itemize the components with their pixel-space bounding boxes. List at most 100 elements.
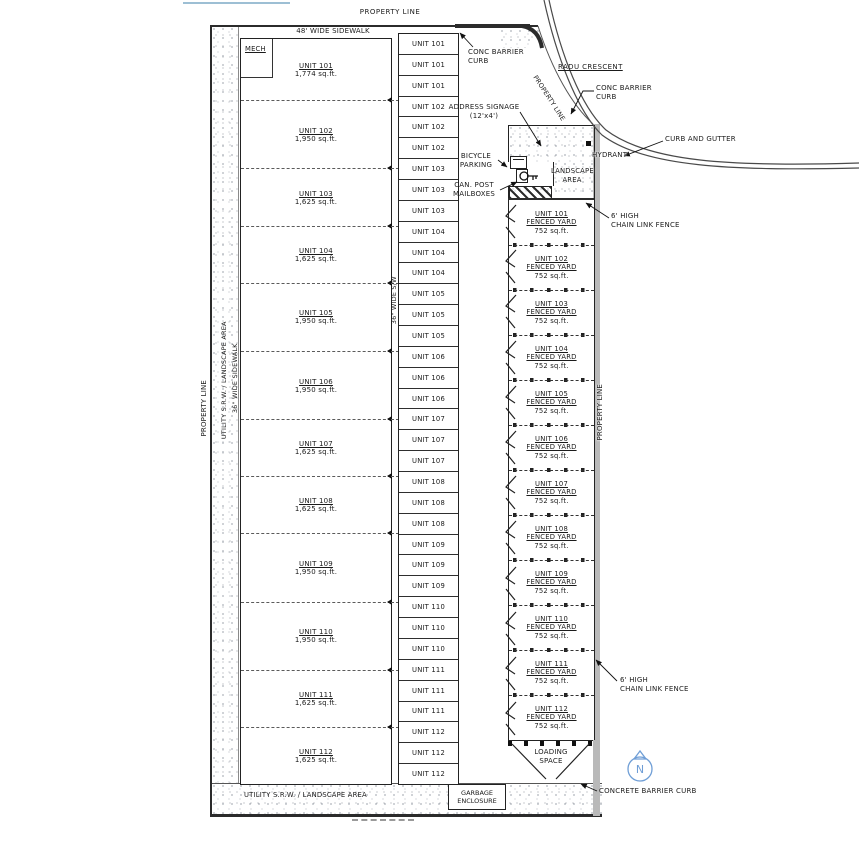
property-line-left-label: PROPERTY LINE <box>199 379 208 437</box>
yard-type-label: FENCED YARD <box>526 623 577 632</box>
unit-name: UNIT 108 <box>299 497 333 506</box>
fenced-yard: UNIT 108 FENCED YARD 752 sq.ft. <box>509 513 594 560</box>
parking-stall: UNIT 102 <box>399 138 458 160</box>
parking-stall-column: UNIT 101 UNIT 101 UNIT 101 UNIT 102 UNIT… <box>398 33 459 785</box>
conc-barrier-curb-road-label: CONC BARRIER CURB <box>596 84 652 101</box>
parking-stall: UNIT 109 <box>399 535 458 556</box>
unit-name: UNIT 103 <box>299 189 333 198</box>
sidewalk-48-label: 48' WIDE SIDEWALK <box>296 27 370 35</box>
yard-type-label: FENCED YARD <box>526 578 577 587</box>
unit-name: UNIT 107 <box>299 440 333 449</box>
fenced-yard: UNIT 103 FENCED YARD 752 sq.ft. <box>509 288 594 335</box>
yard-unit-name: UNIT 105 <box>535 389 568 398</box>
parking-stall: UNIT 103 <box>399 201 458 222</box>
property-line-top-label: PROPERTY LINE <box>359 8 421 16</box>
fenced-yard: UNIT 105 FENCED YARD 752 sq.ft. <box>509 378 594 425</box>
garbage-label-1: GARBAGE <box>461 789 493 797</box>
concrete-barrier-curb-label: CONCRETE BARRIER CURB <box>599 787 697 795</box>
property-line-curve-label: PROPERTY LINE <box>531 73 567 123</box>
yard-area: 752 sq.ft. <box>534 586 569 595</box>
unit-area: 1,625 sq.ft. <box>294 197 338 206</box>
yard-type-label: FENCED YARD <box>526 308 577 317</box>
yard-type-label: FENCED YARD <box>526 443 577 452</box>
leader-curb-gutter <box>623 140 664 157</box>
parking-stall: UNIT 112 <box>399 743 458 765</box>
sidewalk-inner-edge <box>238 27 239 783</box>
yard-unit-name: UNIT 108 <box>535 524 568 533</box>
yard-type-label: FENCED YARD <box>526 218 577 227</box>
canada-post-label: CAN. POST MAILBOXES <box>453 181 495 198</box>
unit-area: 1,625 sq.ft. <box>294 254 338 263</box>
building-unit: UNIT 102 1,950 sq.ft. <box>241 97 399 168</box>
curb-and-gutter-label: CURB AND GUTTER <box>665 135 736 143</box>
fenced-yard: UNIT 107 FENCED YARD 752 sq.ft. <box>509 468 594 515</box>
unit-area: 1,950 sq.ft. <box>294 636 338 645</box>
parking-stall: UNIT 107 <box>399 430 458 452</box>
parking-stall: UNIT 108 <box>399 493 458 514</box>
leader-conc-barrier-road <box>570 90 594 115</box>
yard-unit-name: UNIT 112 <box>535 704 568 713</box>
yard-area: 752 sq.ft. <box>534 451 569 460</box>
address-sign-structure <box>510 156 527 169</box>
fenced-yard: UNIT 109 FENCED YARD 752 sq.ft. <box>509 558 594 605</box>
yard-area: 752 sq.ft. <box>534 541 569 550</box>
conc-barrier-curb-top-thick <box>455 24 530 28</box>
yard-area: 752 sq.ft. <box>534 721 569 730</box>
parking-stall: UNIT 104 <box>399 263 458 285</box>
yard-unit-name: UNIT 102 <box>535 254 568 263</box>
parking-stall: UNIT 108 <box>399 514 458 535</box>
yard-type-label: FENCED YARD <box>526 353 577 362</box>
unit-name: UNIT 111 <box>299 690 333 699</box>
yard-unit-name: UNIT 103 <box>535 299 568 308</box>
north-arrow <box>627 749 653 782</box>
bicycle-rack-symbol <box>516 169 528 183</box>
site-bottom-edge <box>210 814 602 817</box>
yard-unit-name: UNIT 109 <box>535 569 568 578</box>
parking-stall: UNIT 103 <box>399 159 458 181</box>
unit-name: UNIT 109 <box>299 559 333 568</box>
property-line-curve <box>537 25 594 125</box>
building-unit: UNIT 103 1,625 sq.ft. <box>241 165 399 225</box>
yard-area: 752 sq.ft. <box>534 676 569 685</box>
fenced-yard: UNIT 102 FENCED YARD 752 sq.ft. <box>509 243 594 290</box>
parking-stall: UNIT 110 <box>399 597 458 619</box>
parking-stall: UNIT 105 <box>399 305 458 327</box>
yard-bottom-fence <box>508 740 593 746</box>
yard-area: 752 sq.ft. <box>534 361 569 370</box>
parking-stall: UNIT 101 <box>399 55 458 76</box>
building-unit: UNIT 110 1,950 sq.ft. <box>241 598 399 670</box>
parking-stall: UNIT 102 <box>399 117 458 139</box>
mech-label: MECH <box>245 45 266 53</box>
unit-area: 1,625 sq.ft. <box>294 448 338 457</box>
fenced-yard: UNIT 112 FENCED YARD 752 sq.ft. <box>509 693 594 740</box>
building-unit: UNIT 106 1,950 sq.ft. <box>241 347 399 419</box>
utility-bottom-label: UTILITY S.R.W. / LANDSCAPE AREA <box>244 791 367 799</box>
parking-stall: UNIT 110 <box>399 639 458 660</box>
parking-stall: UNIT 108 <box>399 472 458 493</box>
yard-type-label: FENCED YARD <box>526 713 577 722</box>
building-unit: UNIT 111 1,625 sq.ft. <box>241 666 399 727</box>
parking-stall: UNIT 110 <box>399 618 458 639</box>
building-unit: UNIT 104 1,625 sq.ft. <box>241 222 399 283</box>
chain-fence-top-label: 6' HIGH CHAIN LINK FENCE <box>611 212 680 229</box>
building-unit: UNIT 108 1,625 sq.ft. <box>241 473 399 533</box>
yard-area: 752 sq.ft. <box>534 406 569 415</box>
parking-stall: UNIT 109 <box>399 555 458 577</box>
parking-stall: UNIT 106 <box>399 368 458 389</box>
warehouse-building: UNIT 101 1,774 sq.ft. UNIT 102 1,950 sq.… <box>240 38 399 785</box>
unit-name: UNIT 104 <box>299 246 333 255</box>
yard-unit-name: UNIT 111 <box>535 659 568 668</box>
parking-stall: UNIT 105 <box>399 326 458 347</box>
utility-srw-left-label: UTILITY S.R.W. / LANDSCAPE AREA <box>219 321 228 440</box>
unit-area: 1,774 sq.ft. <box>294 69 338 78</box>
yard-type-label: FENCED YARD <box>526 488 577 497</box>
parking-stall: UNIT 101 <box>399 76 458 97</box>
fenced-yard: UNIT 110 FENCED YARD 752 sq.ft. <box>509 603 594 650</box>
leader-conc-barrier-top <box>459 32 474 48</box>
aisle-sidewalk-label: 36" WIDE S/W <box>389 276 398 325</box>
parking-stall: UNIT 101 <box>399 34 458 55</box>
parking-stall: UNIT 102 <box>399 97 458 118</box>
yard-type-label: FENCED YARD <box>526 533 577 542</box>
yard-unit-name: UNIT 101 <box>535 209 568 218</box>
yard-area: 752 sq.ft. <box>534 226 569 235</box>
